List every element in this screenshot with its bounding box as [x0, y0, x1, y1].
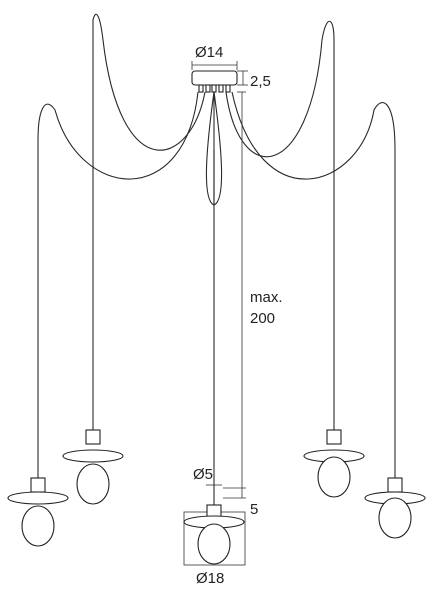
center-cord-loop	[205, 91, 223, 206]
cord-inner-left	[92, 13, 206, 430]
cord-inner-right	[225, 20, 335, 430]
canopy-diameter-label: Ø14	[195, 44, 223, 61]
shade-diameter-label: Ø18	[196, 570, 224, 587]
cord-outer-right	[231, 91, 396, 478]
holder-diameter-label: Ø5	[193, 466, 213, 483]
lamp-inner-right	[303, 429, 365, 498]
dimension-lines	[183, 61, 248, 566]
ceiling-canopy	[191, 70, 238, 93]
lamp-center	[183, 504, 245, 565]
cable-length-label-line2: 200	[250, 310, 275, 327]
lamp-outer-right	[364, 477, 426, 539]
lamp-inner-left	[62, 429, 124, 505]
cord-outer-left	[37, 91, 199, 478]
cable-length-label-line1: max.	[250, 289, 283, 306]
holder-height-label: 5	[250, 501, 258, 518]
canopy-height-label: 2,5	[250, 73, 271, 90]
lamp-outer-left	[7, 477, 69, 547]
